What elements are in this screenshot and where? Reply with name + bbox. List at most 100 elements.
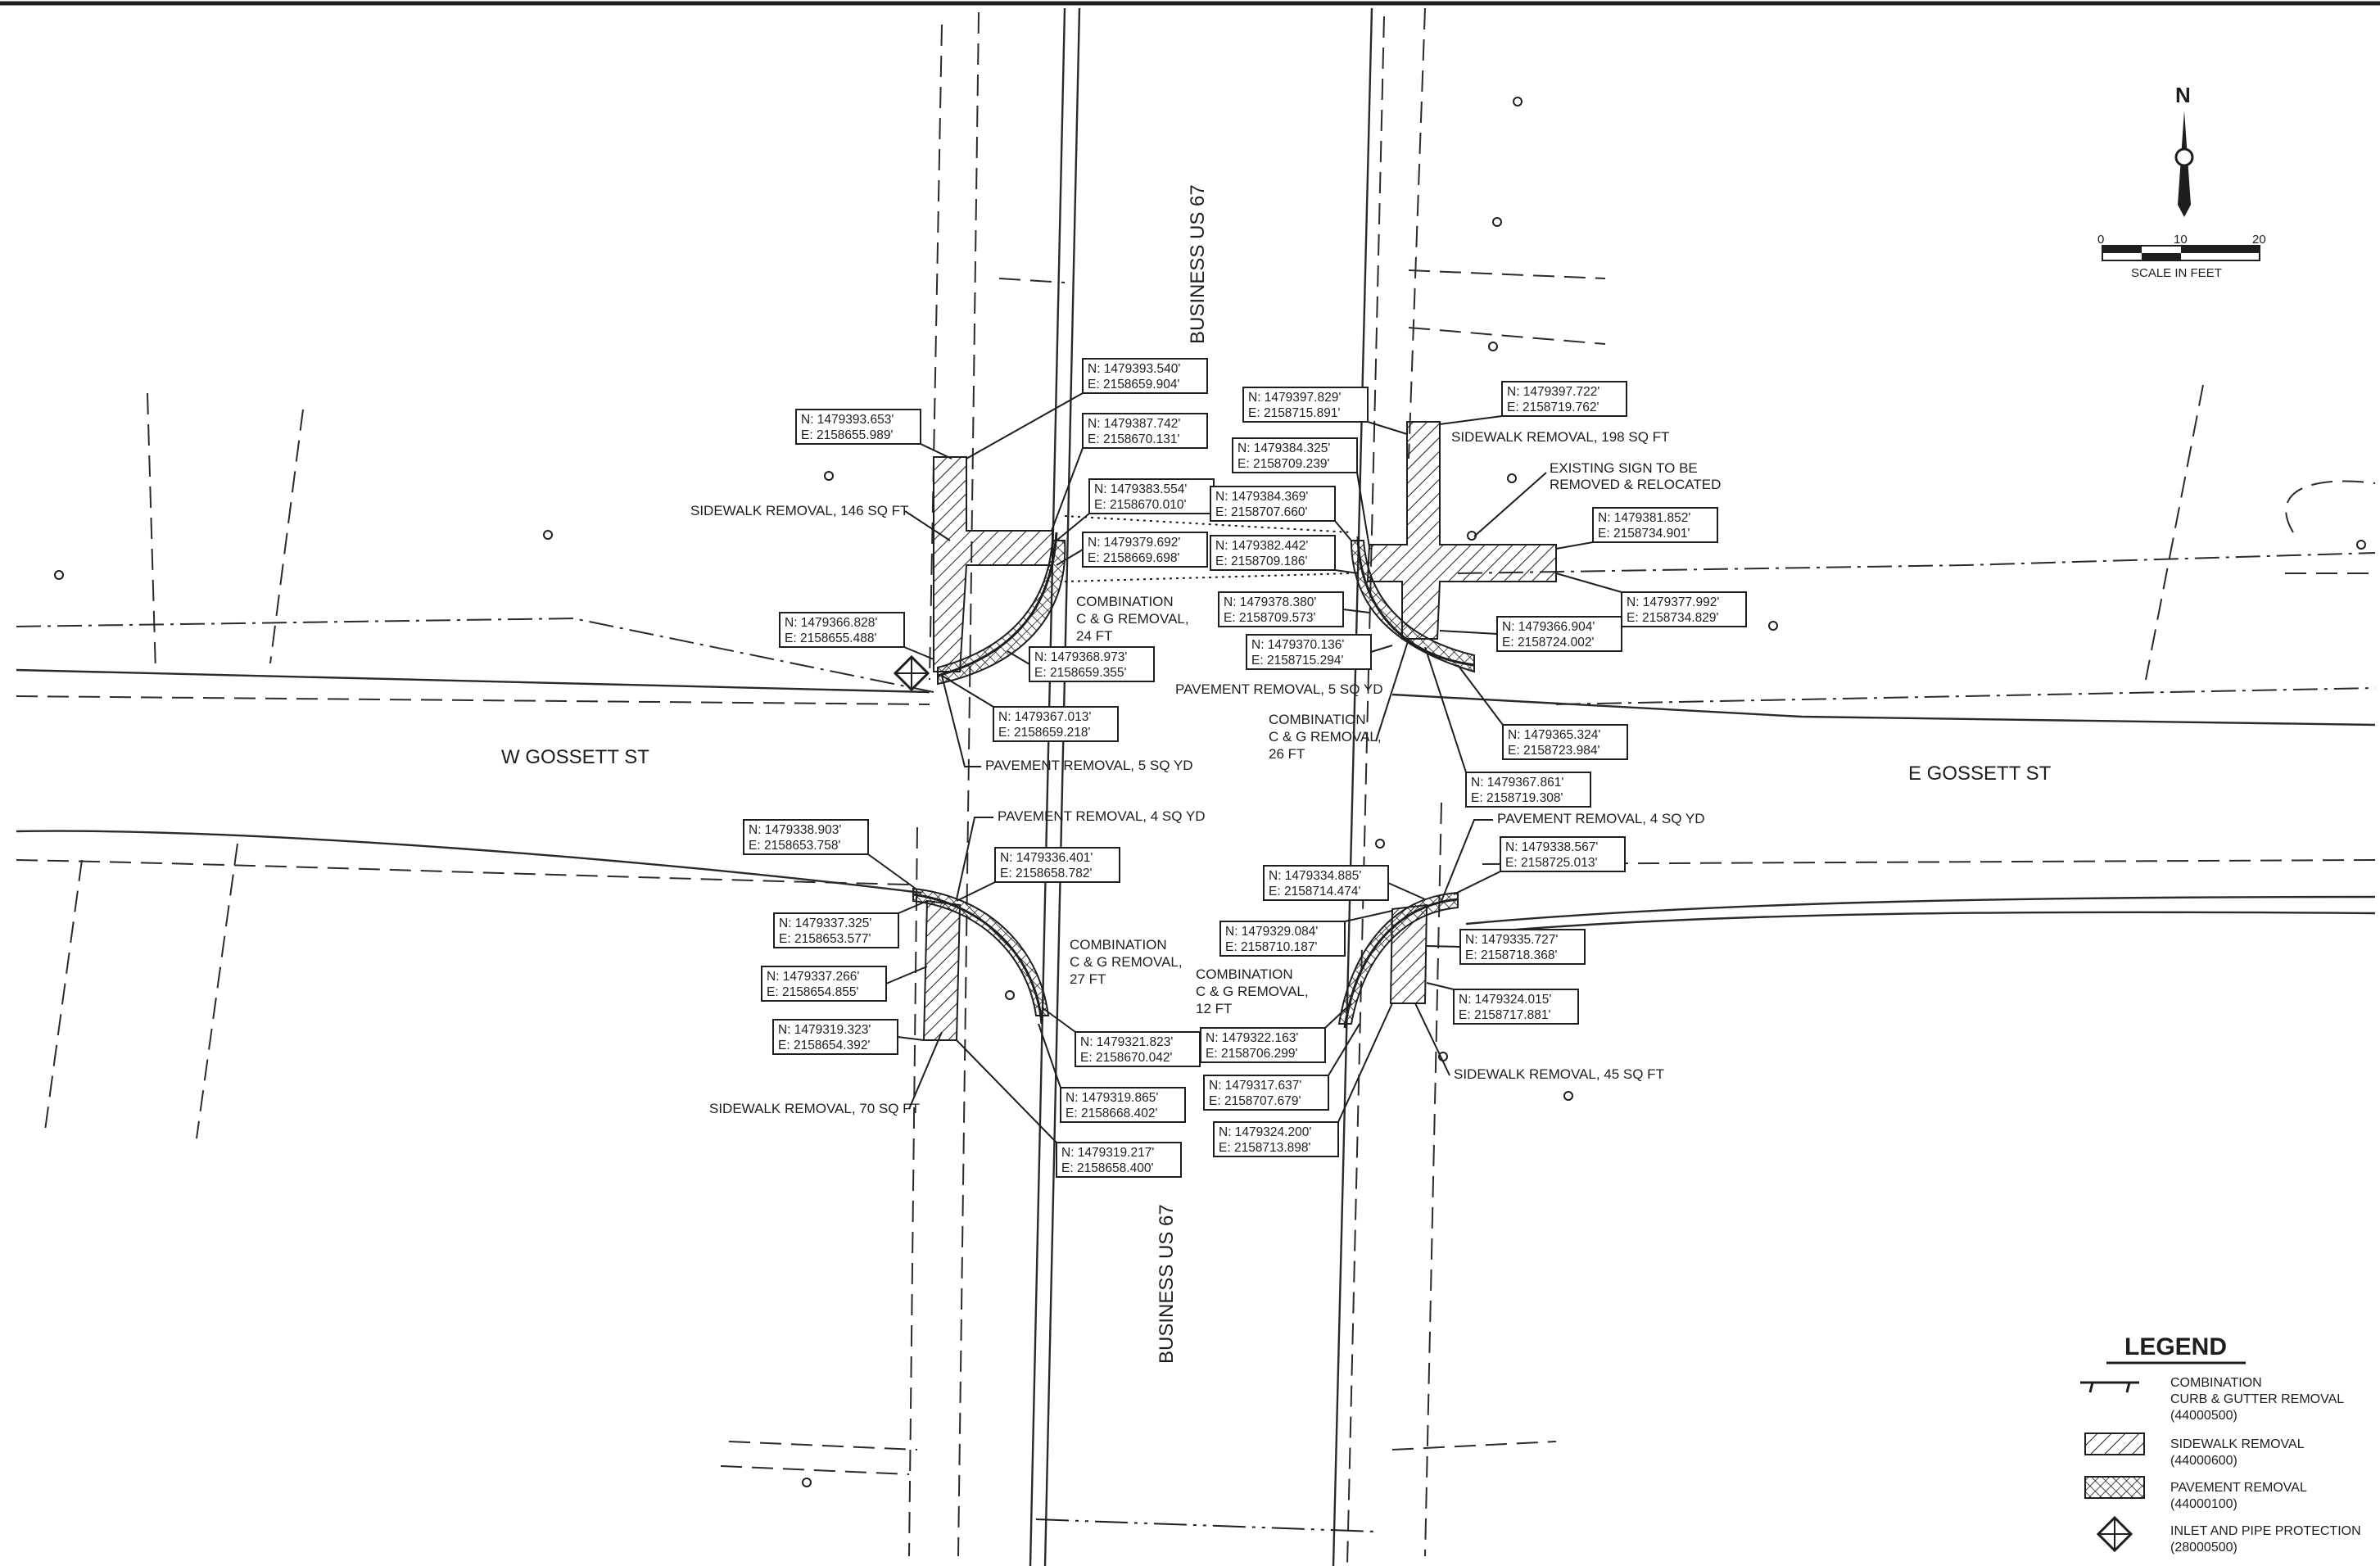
callout-leader bbox=[1041, 1007, 1076, 1033]
callout-easting: E: 2158659.218' bbox=[998, 726, 1090, 740]
callout-leader bbox=[1439, 415, 1503, 425]
callout-easting: E: 2158723.984' bbox=[1508, 744, 1599, 758]
callout-easting: E: 2158658.782' bbox=[1000, 867, 1092, 880]
note-ne-sign-1: EXISTING SIGN TO BE bbox=[1550, 460, 1698, 476]
coordinate-callout-sw-2: N: 1479336.401'E: 2158658.782' bbox=[956, 847, 1120, 902]
callout-box bbox=[795, 409, 921, 445]
note-se-cg-3: 12 FT bbox=[1196, 1001, 1232, 1016]
callout-leader bbox=[1007, 650, 1030, 665]
callout-easting: E: 2158707.679' bbox=[1209, 1094, 1301, 1108]
scale-bar: 0 10 20 SCALE IN FEET bbox=[2097, 233, 2266, 280]
callout-box bbox=[993, 706, 1119, 742]
callout-easting: E: 2158706.299' bbox=[1206, 1047, 1297, 1061]
callout-leader bbox=[920, 443, 952, 459]
coordinate-callout-se-2: N: 1479338.567'E: 2158725.013' bbox=[1453, 836, 1626, 895]
callout-easting: E: 2158669.698' bbox=[1088, 551, 1179, 565]
callout-leader bbox=[1337, 1003, 1393, 1123]
callout-easting: E: 2158709.239' bbox=[1238, 457, 1329, 471]
coordinate-callout-ne-8: N: 1479378.380'E: 2158709.573' bbox=[1218, 591, 1370, 627]
callout-leader bbox=[956, 1039, 1057, 1143]
svg-text:N: N bbox=[2175, 83, 2191, 107]
callout-northing: N: 1479387.742' bbox=[1088, 417, 1180, 431]
callout-box bbox=[1200, 1027, 1326, 1063]
callout-easting: E: 2158725.013' bbox=[1505, 856, 1597, 870]
note-ne-sign-2: REMOVED & RELOCATED bbox=[1550, 477, 1721, 492]
note-ne-cg-3: 26 FT bbox=[1269, 746, 1305, 762]
callout-leader bbox=[1457, 664, 1504, 726]
coordinate-callout-sw-8: N: 1479319.217'E: 2158658.400' bbox=[956, 1039, 1182, 1178]
callout-leader bbox=[1342, 609, 1370, 613]
callout-box bbox=[1082, 532, 1208, 568]
callout-box bbox=[1082, 358, 1208, 394]
callout-northing: N: 1479319.865' bbox=[1066, 1091, 1158, 1105]
callout-box bbox=[1459, 929, 1586, 965]
roadway-linework bbox=[16, 7, 2376, 1566]
coordinate-callout-ne-11: N: 1479365.324'E: 2158723.984' bbox=[1457, 664, 1628, 760]
callout-leader bbox=[1334, 520, 1352, 541]
legend-item-1-line-1: COMBINATION bbox=[2170, 1376, 2262, 1390]
callout-easting: E: 2158710.187' bbox=[1225, 940, 1317, 954]
coordinate-callout-ne-5: N: 1479382.442'E: 2158709.186' bbox=[1210, 535, 1359, 574]
callout-easting: E: 2158670.010' bbox=[1094, 498, 1186, 512]
callout-northing: N: 1479393.653' bbox=[801, 413, 894, 427]
callout-easting: E: 2158734.829' bbox=[1627, 611, 1718, 625]
callout-northing: N: 1479367.861' bbox=[1471, 776, 1563, 790]
coordinate-callout-nw-8: N: 1479367.013'E: 2158659.218' bbox=[941, 675, 1119, 742]
legend-item-1-line-2: CURB & GUTTER REMOVAL bbox=[2170, 1392, 2344, 1406]
callout-northing: N: 1479377.992' bbox=[1627, 595, 1719, 609]
callout-leader bbox=[1038, 1023, 1061, 1089]
callout-northing: N: 1479319.323' bbox=[778, 1023, 871, 1037]
callout-leader bbox=[1334, 569, 1359, 574]
callout-leader bbox=[966, 392, 1084, 459]
coordinate-callout-nw-2: N: 1479393.540'E: 2158659.904' bbox=[966, 358, 1208, 459]
callout-box bbox=[1501, 381, 1627, 417]
coordinate-callout-sw-5: N: 1479319.323'E: 2158654.392' bbox=[772, 1019, 925, 1055]
note-ne-sidewalk: SIDEWALK REMOVAL, 198 SQ FT bbox=[1451, 429, 1669, 445]
callout-leader bbox=[1370, 645, 1393, 653]
callout-northing: N: 1479322.163' bbox=[1206, 1031, 1298, 1045]
callout-northing: N: 1479319.217' bbox=[1061, 1146, 1154, 1160]
legend-item-3-line-1: PAVEMENT REMOVAL bbox=[2170, 1481, 2307, 1495]
removal-notes: SIDEWALK REMOVAL, 146 SQ FT COMBINATION … bbox=[690, 429, 1721, 1116]
legend-sidewalk-swatch bbox=[2084, 1432, 2145, 1455]
callout-box bbox=[1210, 535, 1336, 571]
callout-box bbox=[1242, 387, 1369, 423]
legend-title: LEGEND bbox=[2124, 1333, 2227, 1360]
callout-leader bbox=[1426, 982, 1455, 990]
callout-northing: N: 1479335.727' bbox=[1465, 933, 1558, 947]
callout-easting: E: 2158655.989' bbox=[801, 428, 893, 442]
callout-easting: E: 2158715.891' bbox=[1248, 406, 1340, 420]
coordinate-callout-sw-4: N: 1479337.266'E: 2158654.855' bbox=[761, 966, 928, 1002]
svg-text:10: 10 bbox=[2174, 233, 2188, 247]
note-nw-cg-1: COMBINATION bbox=[1076, 594, 1174, 609]
callout-leader bbox=[1424, 646, 1467, 773]
callout-easting: E: 2158659.355' bbox=[1034, 666, 1126, 680]
coordinate-callout-nw-5: N: 1479379.692'E: 2158669.698' bbox=[1056, 532, 1208, 568]
coordinate-callout-se-8: N: 1479324.200'E: 2158713.898' bbox=[1213, 1003, 1393, 1157]
callout-leader bbox=[1367, 421, 1408, 435]
legend-item-3-line-2: (44000100) bbox=[2170, 1497, 2237, 1511]
callout-leader bbox=[898, 900, 928, 914]
callout-easting: E: 2158719.308' bbox=[1471, 791, 1563, 805]
note-sw-pavement: PAVEMENT REMOVAL, 4 SQ YD bbox=[998, 808, 1206, 824]
callout-easting: E: 2158719.762' bbox=[1507, 401, 1599, 414]
callout-northing: N: 1479384.369' bbox=[1215, 490, 1308, 504]
note-ne-pavement: PAVEMENT REMOVAL, 5 SQ YD bbox=[1175, 681, 1383, 697]
callout-easting: E: 2158655.488' bbox=[785, 631, 876, 645]
coordinate-callout-ne-9: N: 1479366.904'E: 2158724.002' bbox=[1439, 616, 1622, 652]
callout-box bbox=[1453, 989, 1579, 1025]
coordinate-callout-ne-2: N: 1479397.722'E: 2158719.762' bbox=[1439, 381, 1627, 425]
street-name-east: E GOSSETT ST bbox=[1908, 763, 2052, 785]
callout-northing: N: 1479382.442' bbox=[1215, 539, 1308, 553]
callout-leader bbox=[1426, 945, 1461, 948]
coordinate-callout-ne-3: N: 1479384.325'E: 2158709.239' bbox=[1232, 437, 1370, 548]
note-sw-cg-3: 27 FT bbox=[1070, 971, 1106, 987]
callout-easting: E: 2158654.855' bbox=[767, 985, 858, 999]
callout-easting: E: 2158707.660' bbox=[1215, 505, 1307, 519]
callout-easting: E: 2158670.042' bbox=[1080, 1051, 1172, 1065]
street-name-west: W GOSSETT ST bbox=[501, 746, 649, 768]
callout-northing: N: 1479324.015' bbox=[1459, 993, 1551, 1007]
callout-easting: E: 2158718.368' bbox=[1465, 948, 1557, 962]
note-nw-cg-3: 24 FT bbox=[1076, 628, 1112, 644]
